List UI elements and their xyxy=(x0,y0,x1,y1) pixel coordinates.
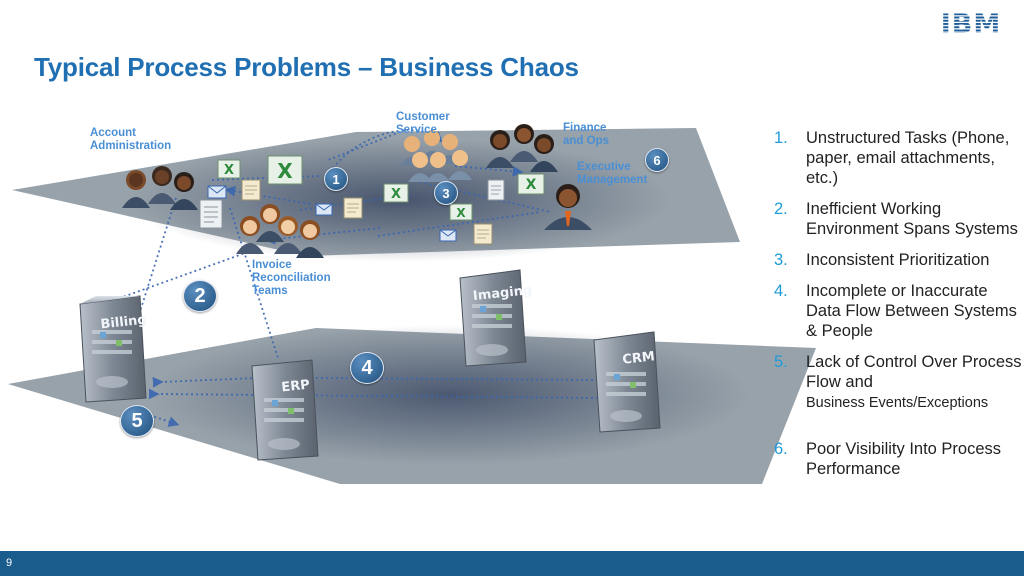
document-icons xyxy=(199,179,505,245)
customer-service-people-icon xyxy=(400,130,472,182)
problems-list: 1.Unstructured Tasks (Phone, paper, emai… xyxy=(774,128,1024,490)
badge-4: 4 xyxy=(350,352,384,384)
billing-server: Billing xyxy=(79,295,148,403)
finance-ops-label: Finance and Ops xyxy=(563,122,610,147)
spreadsheet-icons: X X X X X xyxy=(217,155,545,221)
email-icons xyxy=(207,185,457,242)
imaging-server-label: Imaging xyxy=(472,283,533,304)
crm-server-label: CRM xyxy=(622,349,656,367)
page-number: 9 xyxy=(6,557,13,569)
badge-3: 3 xyxy=(434,181,458,205)
account-admin-people-icon xyxy=(122,166,198,210)
svg-text:X: X xyxy=(456,206,466,220)
page-title: Typical Process Problems – Business Chao… xyxy=(34,52,579,82)
finance-ops-people-icon xyxy=(486,124,558,172)
ibm-logo: IBM xyxy=(932,10,1010,36)
billing-server-label: Billing xyxy=(100,313,148,333)
footer-bar: 9 xyxy=(0,551,1024,576)
invoice-team-people-icon xyxy=(236,204,324,258)
problem-item: 2.Inefficient Working Environment Spans … xyxy=(774,200,1018,238)
executive-label: Executive Management xyxy=(577,161,648,186)
problem-item: 3.Inconsistent Prioritization xyxy=(774,251,990,269)
svg-text:X: X xyxy=(391,187,401,202)
svg-text:X: X xyxy=(277,159,293,183)
badge-5: 5 xyxy=(120,405,154,437)
svg-text:X: X xyxy=(526,177,537,193)
badge-2: 2 xyxy=(183,280,217,312)
customer-service-label: Customer Service xyxy=(396,111,450,136)
crm-server: CRM xyxy=(593,331,661,433)
badge-1: 1 xyxy=(324,167,348,191)
invoice-teams-label: Invoice Reconciliation Teams xyxy=(252,259,331,297)
problem-item: 1.Unstructured Tasks (Phone, paper, emai… xyxy=(774,129,1010,187)
imaging-server: Imaging xyxy=(459,269,533,367)
erp-server-label: ERP xyxy=(281,378,311,396)
svg-text:X: X xyxy=(224,163,234,178)
badge-6: 6 xyxy=(645,148,669,172)
executive-person-icon xyxy=(544,184,592,230)
problem-item: 4.Incomplete or Inaccurate Data Flow Bet… xyxy=(774,282,1017,340)
erp-server: ERP xyxy=(251,359,319,461)
problem-item: 6.Poor Visibility Into Process Performan… xyxy=(774,440,1002,478)
account-admin-label: Account Administration xyxy=(90,127,172,152)
